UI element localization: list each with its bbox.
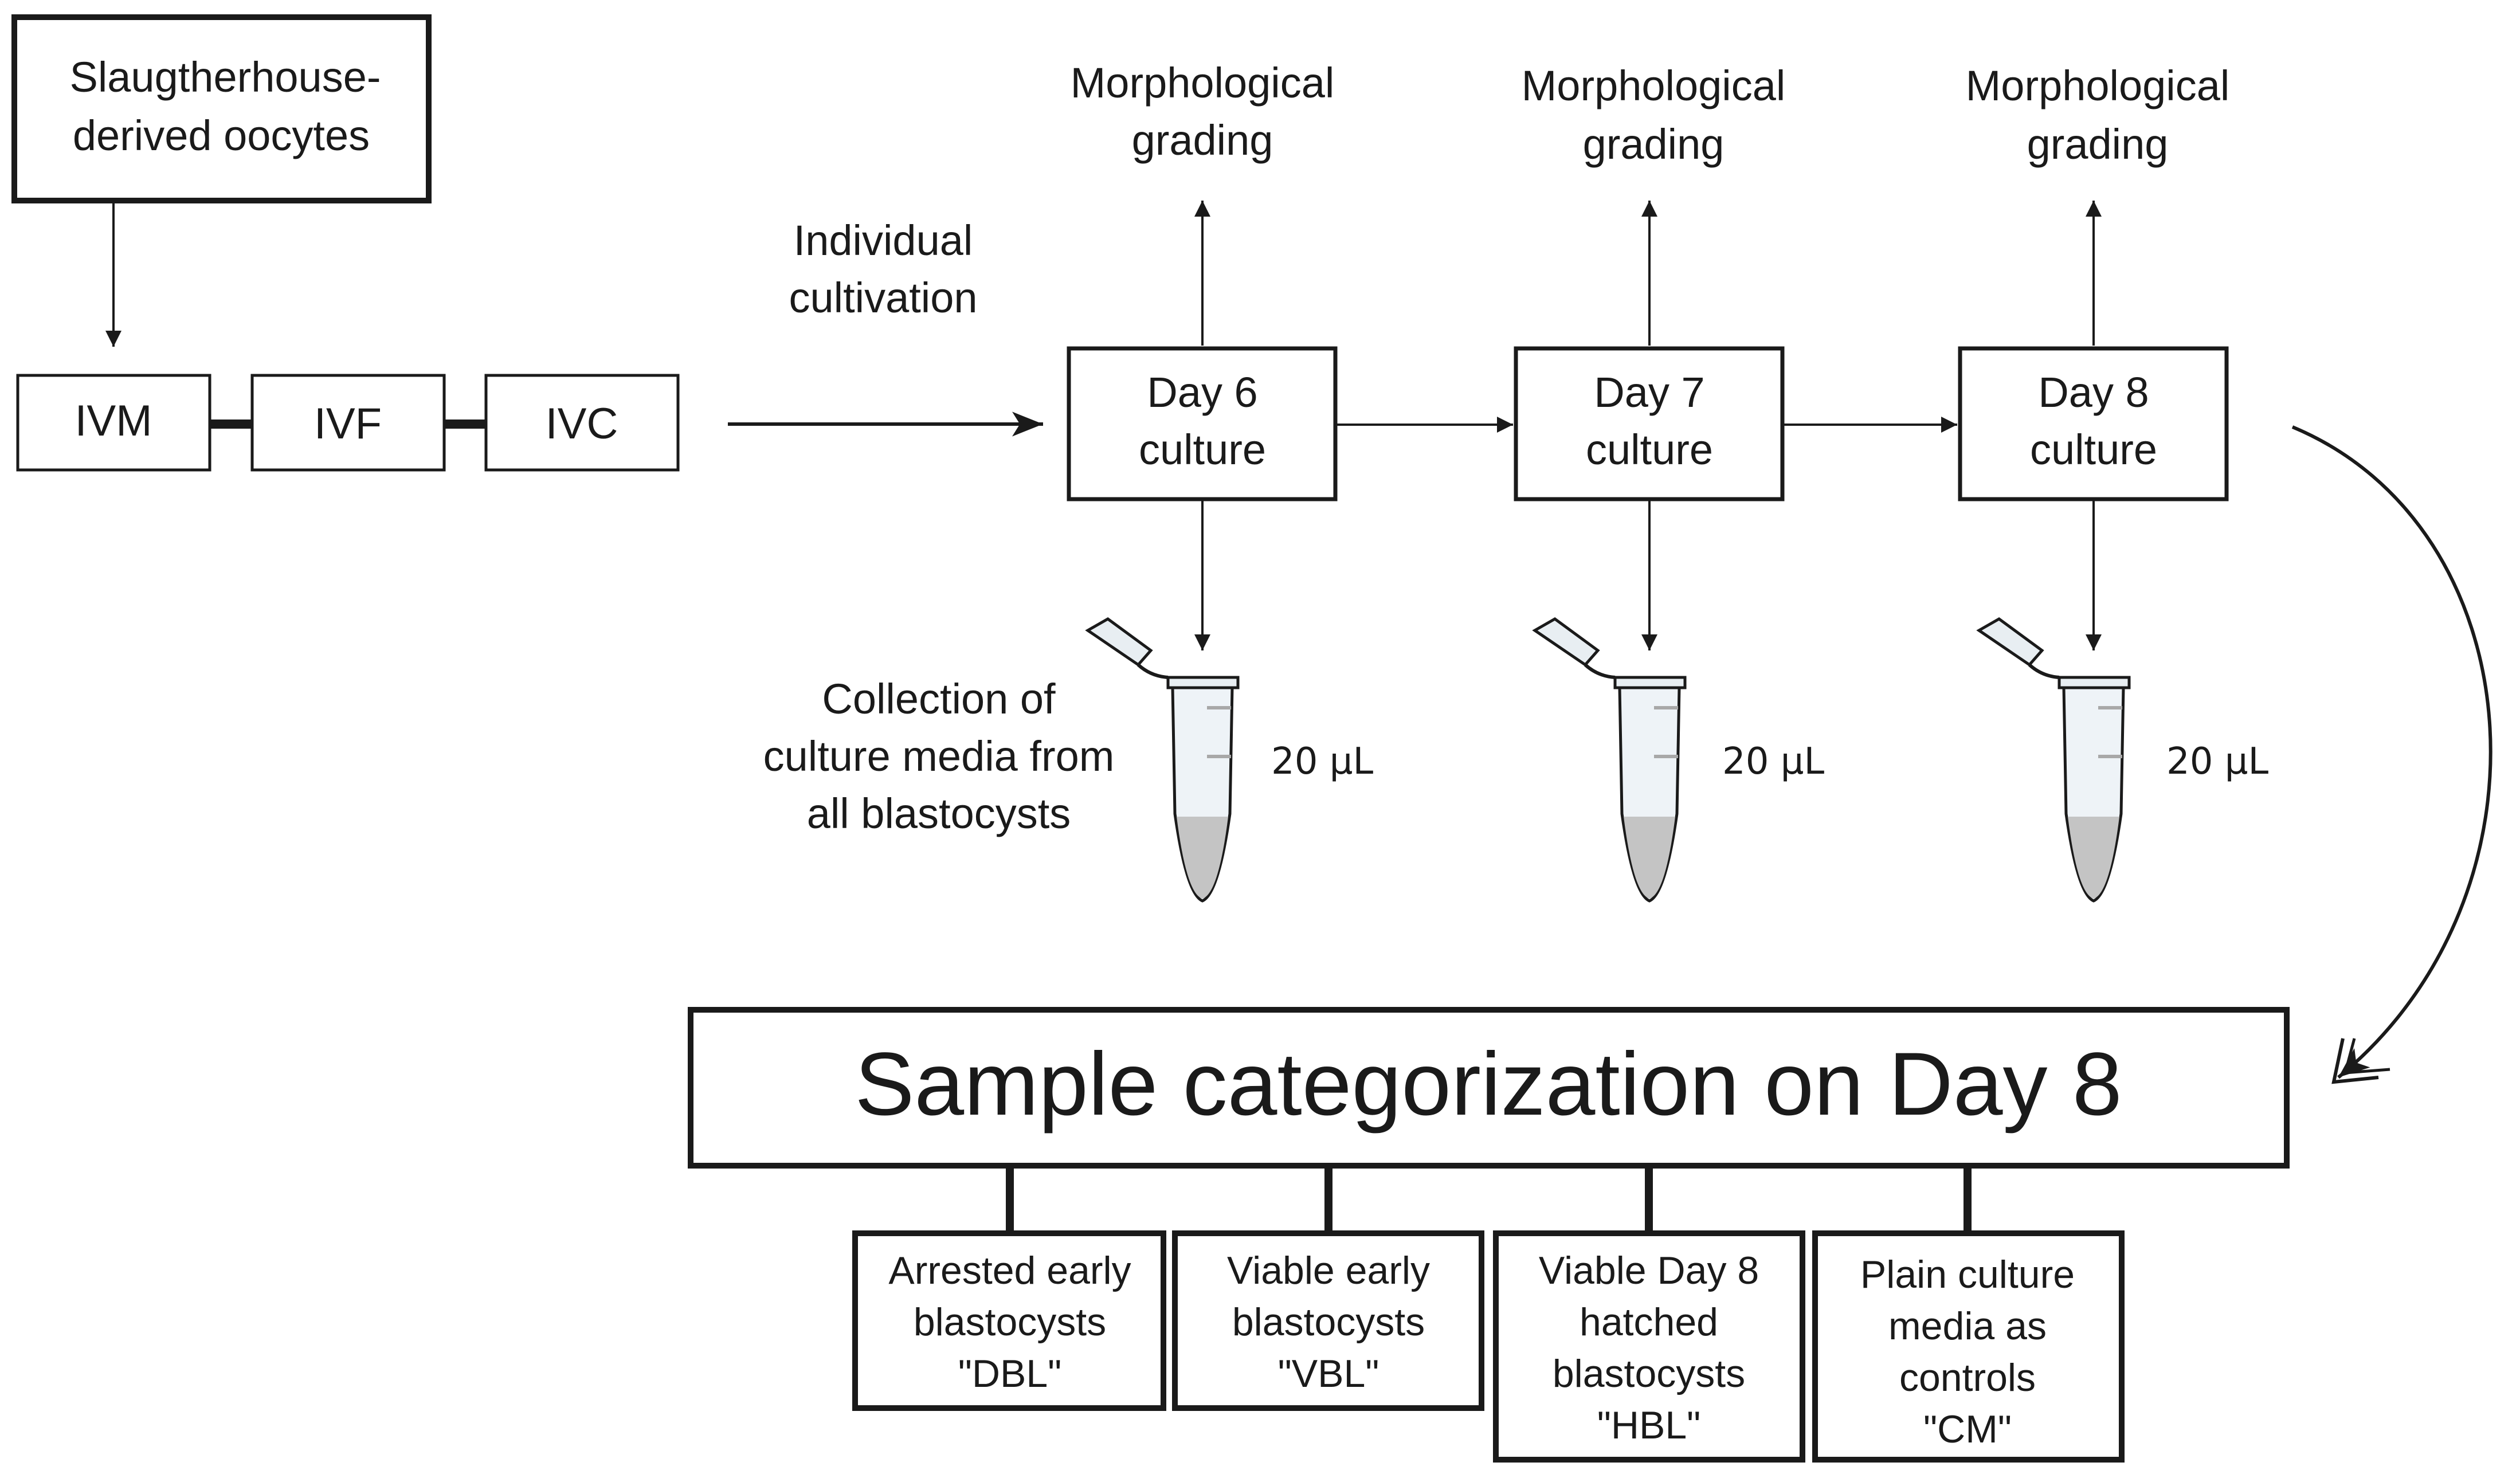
category-vbl-line-2: blastocysts <box>1232 1300 1425 1344</box>
collection-line-3: all blastocysts <box>807 790 1071 837</box>
category-box-dbl: Arrested early blastocysts "DBL" <box>852 1230 1166 1411</box>
categorization-title: Sample categorization on Day 8 <box>855 1034 2122 1134</box>
day8-box-line-1: Day 8 <box>2038 368 2149 416</box>
day8-volume-label: 20 µL <box>2166 740 2269 783</box>
collection-label: Collection of culture media from all bla… <box>763 675 1115 837</box>
individual-cultivation-line-2: cultivation <box>789 274 977 322</box>
category-dbl-line-2: blastocysts <box>914 1300 1106 1344</box>
collection-line-2: culture media from <box>763 732 1115 780</box>
step-ivm-label: IVM <box>75 397 152 445</box>
day7-grading-line-1: Morphological <box>1522 62 1786 109</box>
day6-column: Morphological grading Day 6 culture 20 µ… <box>1067 59 1374 903</box>
category-hbl-line-2: hatched <box>1580 1300 1718 1344</box>
categorization-box: Sample categorization on Day 8 <box>688 1007 2290 1169</box>
day7-tube-icon <box>1532 617 1687 903</box>
day6-culture-box: Day 6 culture <box>1067 346 1338 501</box>
arrow-head-echo-2 <box>2343 1038 2390 1075</box>
day8-box-line-2: culture <box>2030 426 2157 473</box>
step-ivf-label: IVF <box>314 399 382 448</box>
day7-grading-line-2: grading <box>1583 120 1725 168</box>
category-box-cm: Plain culture media as controls "CM" <box>1812 1230 2125 1463</box>
category-cm-line-2: media as <box>1888 1304 2047 1348</box>
day6-tube-icon <box>1085 617 1240 903</box>
step-ivm-box: IVM <box>16 374 211 472</box>
day8-grading-line-1: Morphological <box>1966 62 2230 109</box>
source-line-2: derived oocytes <box>73 112 370 159</box>
source-line-1: Slaugtherhouse- <box>69 53 381 101</box>
category-box-vbl: Viable early blastocysts "VBL" <box>1172 1230 1484 1411</box>
step-ivf-box: IVF <box>250 374 446 472</box>
curved-arrow-day8-to-categorization <box>2291 425 2492 1079</box>
category-hbl-line-3: blastocysts <box>1553 1352 1745 1395</box>
day7-box-line-2: culture <box>1586 426 1713 473</box>
day7-box-line-1: Day 7 <box>1594 368 1704 416</box>
day7-culture-box: Day 7 culture <box>1514 346 1785 501</box>
category-cm-line-4: "CM" <box>1923 1408 2012 1451</box>
step-ivc-label: IVC <box>546 399 618 448</box>
category-cm-line-3: controls <box>1899 1356 2036 1399</box>
arrow-head-echo-1 <box>2331 1038 2379 1084</box>
day6-grading-line-2: grading <box>1132 116 1273 164</box>
day6-box-line-1: Day 6 <box>1147 368 1257 416</box>
individual-cultivation-line-1: Individual <box>794 217 973 264</box>
day8-culture-box: Day 8 culture <box>1958 346 2229 501</box>
day7-volume-label: 20 µL <box>1722 740 1825 783</box>
day6-grading-line-1: Morphological <box>1071 59 1335 107</box>
category-vbl-line-1: Viable early <box>1227 1249 1430 1292</box>
category-hbl-line-1: Viable Day 8 <box>1539 1249 1759 1292</box>
category-dbl-line-1: Arrested early <box>888 1249 1131 1292</box>
day7-column: Morphological grading Day 7 culture 20 µ… <box>1514 62 1825 903</box>
category-cm-line-1: Plain culture <box>1860 1253 2075 1296</box>
ivp-steps: IVM IVF IVC <box>16 374 680 472</box>
category-box-hbl: Viable Day 8 hatched blastocysts "HBL" <box>1493 1230 1805 1463</box>
day8-tube-icon <box>1976 617 2131 903</box>
category-hbl-line-4: "HBL" <box>1597 1403 1701 1447</box>
category-dbl-line-3: "DBL" <box>958 1352 1062 1395</box>
source-oocytes-box: Slaugtherhouse- derived oocytes <box>11 14 432 203</box>
category-vbl-line-3: "VBL" <box>1278 1352 1379 1395</box>
collection-line-1: Collection of <box>822 675 1056 723</box>
step-ivc-box: IVC <box>484 374 680 472</box>
day6-volume-label: 20 µL <box>1271 740 1374 783</box>
day8-grading-line-2: grading <box>2027 120 2169 168</box>
day6-box-line-2: culture <box>1139 426 1266 473</box>
day8-column: Morphological grading Day 8 culture 20 µ… <box>1958 62 2269 903</box>
